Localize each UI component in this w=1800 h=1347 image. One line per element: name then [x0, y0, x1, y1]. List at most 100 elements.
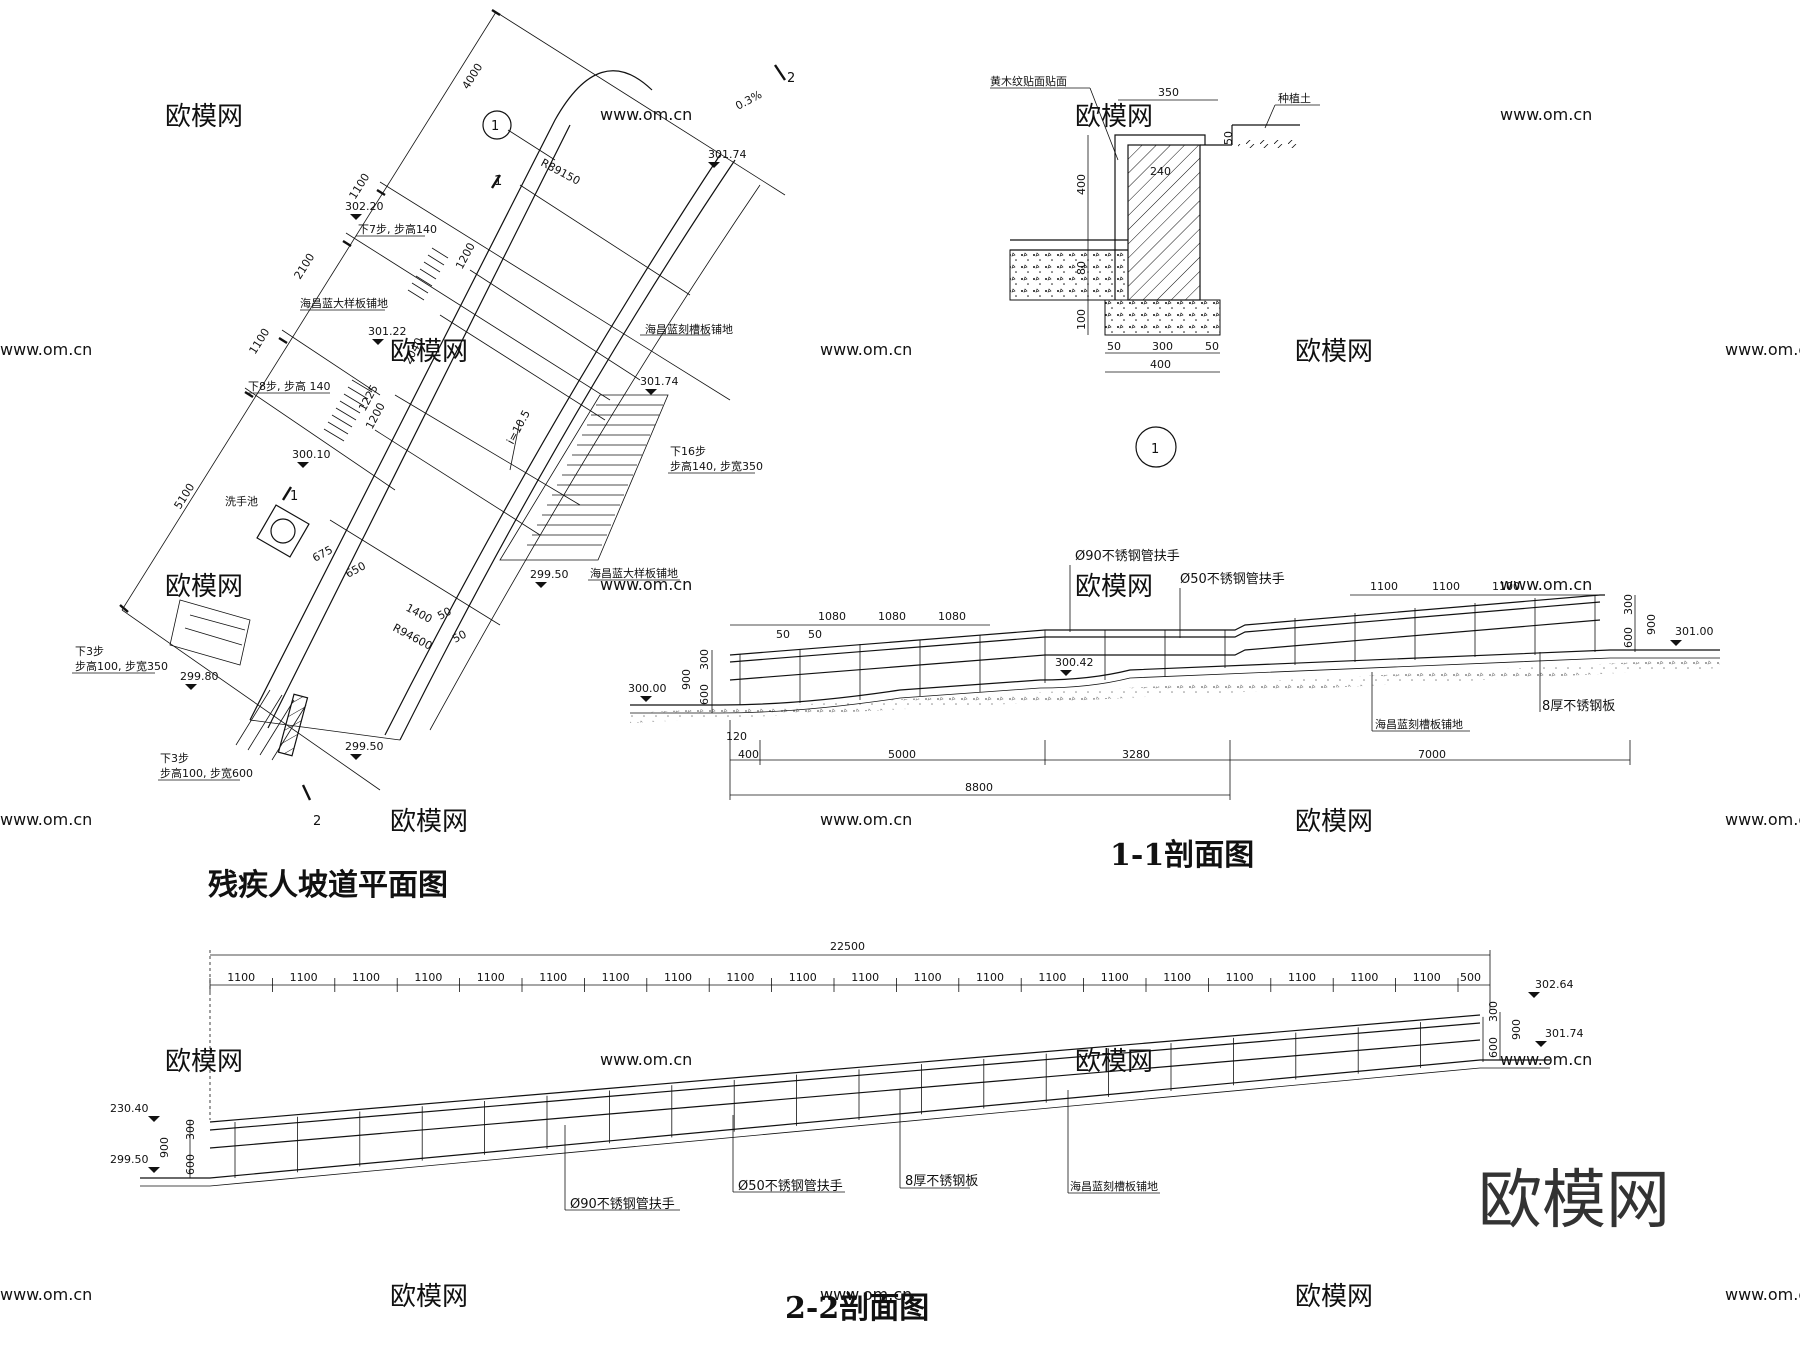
level-triangle [148, 1167, 160, 1173]
slope-arrow [509, 419, 521, 471]
height-dim: 900 [1645, 614, 1658, 635]
watermark-url: www.om.cn [0, 340, 92, 359]
bottom-dim: 400 [738, 748, 759, 761]
spacing-dim: 500 [1460, 971, 1481, 984]
label-plate: 8厚不锈钢板 [905, 1174, 978, 1189]
section-cut-1-top [490, 174, 502, 189]
plan-extension-line [345, 232, 611, 401]
watermark-cn: 欧模网 [165, 1047, 243, 1077]
level-triangle [1670, 640, 1682, 646]
ramp-outer-curve [429, 184, 761, 731]
section11-mid-rail [729, 619, 1601, 681]
dim-text: 2100 [292, 251, 318, 282]
detail-dim: 240 [1150, 165, 1171, 178]
label-handrail-90: Ø90不锈钢管扶手 [570, 1197, 675, 1212]
detail-ref-bubble [1135, 426, 1177, 468]
spacing-dim: 1100 [851, 971, 879, 984]
post-dim: 1080 [818, 610, 846, 623]
section11-soil [630, 658, 1720, 723]
watermark-url: www.om.cn [0, 1285, 92, 1304]
detail-dim: 400 [1150, 358, 1171, 371]
wash-basin [256, 504, 310, 558]
detail-wall [1127, 144, 1201, 301]
radius-small: R94600 [391, 621, 435, 652]
level-triangle [297, 462, 309, 468]
ramp-inner-edge [267, 124, 571, 729]
height-dim: 600 [1487, 1037, 1500, 1058]
watermark-cn: 欧模网 [1075, 572, 1153, 602]
plan-levels: 301.74 302.20 301.22 300.10 301.74 299.5… [180, 148, 747, 760]
steps-8 [323, 379, 373, 442]
ramp-crosslines [329, 184, 691, 626]
level-mark: 300.00 [628, 682, 667, 695]
detail-dim: 50 [1205, 340, 1219, 353]
dim-text: 1400 [404, 601, 435, 626]
level-mark: 301.00 [1675, 625, 1714, 638]
watermark-url: www.om.cn [1725, 1285, 1800, 1304]
detail-1: 黄木纹贴面贴面 种植土 350 240 400 80 100 50 50 300… [990, 74, 1320, 468]
spacing-dim: 1100 [789, 971, 817, 984]
dim-text: 4000 [460, 61, 486, 92]
watermark-url: www.om.cn [1500, 575, 1592, 594]
height-dim: 300 [1487, 1001, 1500, 1022]
small-dim: 50 [808, 628, 822, 641]
section-1-1: 1080 1080 1080 50 50 1100 1100 1100 300 … [628, 549, 1720, 873]
steps-7 [407, 247, 449, 301]
plan-dim-ticks [119, 8, 501, 613]
watermark-url: www.om.cn [1500, 105, 1592, 124]
height-dim: 900 [158, 1137, 171, 1158]
level-mark: 299.80 [180, 670, 219, 683]
watermark-cn: 欧模网 [165, 572, 243, 602]
spacing-dim: 1100 [1038, 971, 1066, 984]
detail-soil-hatch [1238, 140, 1298, 148]
level-mark: 301.74 [640, 375, 679, 388]
watermark-cn: 欧模网 [1295, 337, 1373, 367]
section22-title: 2-2剖面图 [785, 1291, 929, 1326]
section22-mid-rail [209, 1039, 1481, 1149]
level-mark: 301.74 [708, 148, 747, 161]
section22-posts [234, 1016, 1484, 1178]
post-dim: 1080 [938, 610, 966, 623]
steps-3-top [169, 599, 251, 666]
post-dim: 1100 [1492, 580, 1520, 593]
spacing-dim: 1100 [914, 971, 942, 984]
detail-footing [1104, 299, 1221, 336]
watermark-cn: 欧模网 [1295, 807, 1373, 837]
spacing-dims: 1100 1100 1100 1100 1100 1100 1100 1100 1100 1100… [209, 971, 1481, 992]
dim-text: 1100 [247, 326, 273, 357]
spacing-dim: 1100 [352, 971, 380, 984]
spacing-dim: 1100 [539, 971, 567, 984]
height-dim: 300 [1622, 594, 1635, 615]
detail-dim: 50 [1222, 131, 1235, 145]
watermark-url: www.om.cn [820, 810, 912, 829]
radius-large: R89150 [539, 156, 583, 187]
plan-extension-line [281, 329, 381, 396]
spacing-dim: 1100 [1101, 971, 1129, 984]
spacing-dim: 1100 [664, 971, 692, 984]
spacing-dim: 1100 [1350, 971, 1378, 984]
detail-dim: 50 [1107, 340, 1121, 353]
section11-posts [739, 595, 1596, 705]
level-triangle [1535, 1041, 1547, 1047]
label-handrail-50: Ø50不锈钢管扶手 [1180, 572, 1285, 587]
level-mark: 301.22 [368, 325, 407, 338]
detail-ref-bubble [482, 110, 512, 140]
level-triangle [640, 696, 652, 702]
watermark-cn: 欧模网 [390, 337, 468, 367]
height-dim: 300 [698, 649, 711, 670]
detail-base-slab [1009, 249, 1129, 301]
total-dim: 8800 [965, 781, 993, 794]
label-handrail-90: Ø90不锈钢管扶手 [1075, 549, 1180, 564]
watermark-layer: 欧模网 www.om.cn 欧模网 www.om.cn www.om.cn 欧模… [0, 102, 1800, 1312]
label-handrail-50: Ø50不锈钢管扶手 [738, 1179, 843, 1194]
level-mark: 302.64 [1535, 978, 1574, 991]
plan-outer-dim-line [121, 11, 497, 611]
plan-title: 残疾人坡道平面图 [208, 868, 448, 903]
bottom-dim: 3280 [1122, 748, 1150, 761]
slope-text: 0.3% [733, 88, 764, 113]
detail-dim: 80 [1075, 261, 1088, 275]
section-cut-2-bottom [301, 784, 312, 801]
spacing-dim: 1100 [602, 971, 630, 984]
watermark-url: www.om.cn [820, 340, 912, 359]
